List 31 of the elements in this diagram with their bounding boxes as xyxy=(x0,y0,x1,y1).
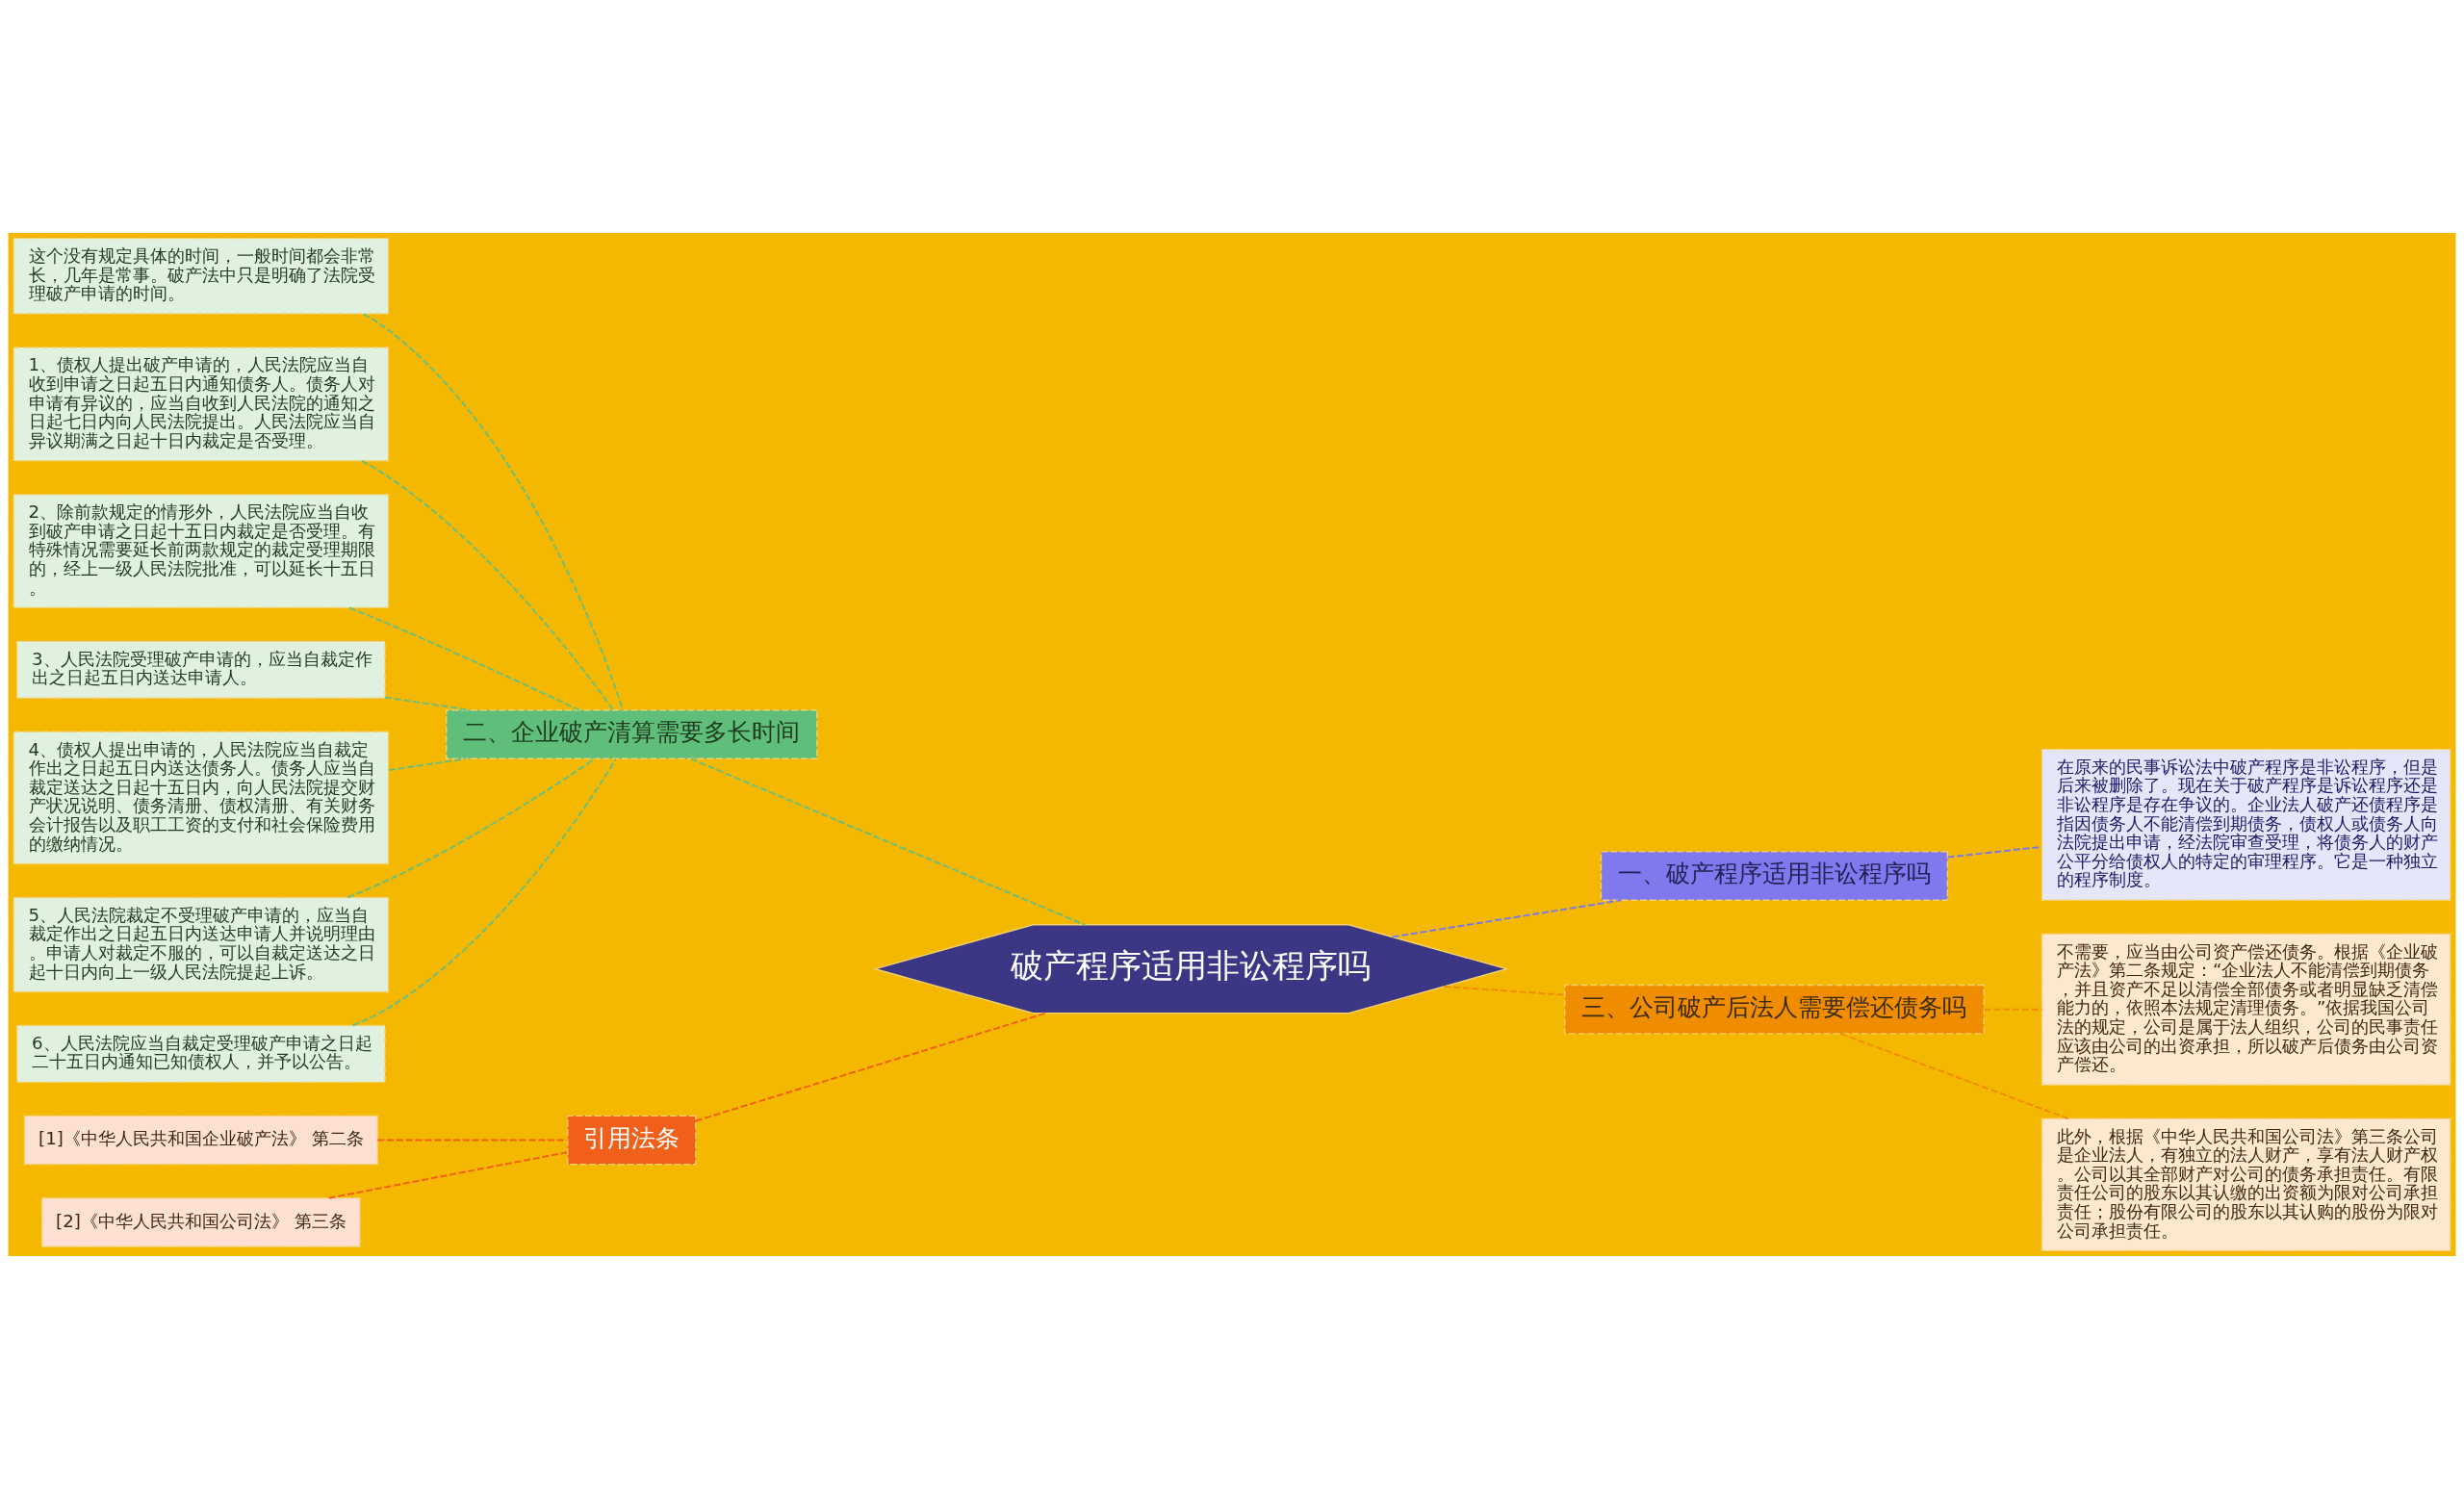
node-box: 这个没有规定具体的时间，一般时间都会非常长，几年是常事。破产法中只是明确了法院受理破产申请的时间。 xyxy=(13,237,390,315)
node-box: 二、企业破产清算需要多长时间 xyxy=(446,709,818,759)
node-box: 引用法条 xyxy=(567,1115,697,1166)
node-box: 在原来的民事诉讼法中破产程序是非讼程序，但是后来被删除了。现在关于破产程序是诉讼程序还是非讼程序是存在争议的。企业法人破产还债程序是指因债务人不能清偿到期债务，债权人或债务人向法院提出申请，经法院审查受理，将债务人的财产公平分给债权人的特定的审理程序。它是一种独立的程序制度。 xyxy=(2040,748,2451,901)
node-box: 三、公司破产后法人需要偿还债务吗 xyxy=(1564,984,1985,1035)
connector xyxy=(348,606,580,711)
node-box: 2、除前款规定的情形外，人民法院应当自收到破产申请之日起十五日内裁定是否受理。有特殊情况需要延长前两款规定的裁定受理期限的，经上一级人民法院批准，可以延长十五日。 xyxy=(13,494,390,609)
connector xyxy=(351,757,617,1027)
node-box: 5、人民法院裁定不受理破产申请的，应当自裁定作出之日起五日内送达申请人并说明理由。申请人对裁定不服的，可以自裁定送达之日起十日内向上一级人民法院提起上诉。 xyxy=(13,896,390,993)
connector xyxy=(376,1139,569,1142)
node-box: [2]《中华人民共和国公司法》 第三条 xyxy=(40,1197,361,1247)
connector xyxy=(1443,985,1566,996)
connector xyxy=(694,1012,1047,1122)
node-box: 6、人民法院应当自裁定受理破产申请之日起二十五日内通知已知债权人，并予以公告。 xyxy=(15,1024,386,1084)
node-box: 1、债权人提出破产申请的，人民法院应当自收到申请之日起五日内通知债务人。债务人对申请有异议的，应当自收到人民法院的通知之日起七日内向人民法院提出。人民法院应当自异议期满之日起十日内裁定是否受理。 xyxy=(13,347,390,462)
node-box: 此外，根据《中华人民共和国公司法》第三条公司是企业法人，有独立的法人财产，享有法人财产权。公司以其全部财产对公司的债务承担责任。有限责任公司的股东以其认缴的出资额为限对公司承担责任；股份有限公司的股东以其认购的股份为限对公司承担责任。 xyxy=(2040,1117,2451,1252)
node-box: 不需要，应当由公司资产偿还债务。根据《企业破产法》第二条规定：“企业法人不能清偿到期债务，并且资产不足以清偿全部债务或者明显缺乏清偿能力的，依照本法规定清理债务。”依据我国公司法的规定，公司是属于法人组织，公司的民事责任应该由公司的出资承担，所以破产后债务由公司资产偿还。 xyxy=(2040,933,2451,1086)
node-box: 3、人民法院受理破产申请的，应当自裁定作出之日起五日内送达申请人。 xyxy=(15,640,386,699)
connector xyxy=(1391,899,1623,938)
connector xyxy=(388,757,468,772)
connector xyxy=(360,459,615,711)
connector xyxy=(1983,1008,2043,1011)
node-box: 4、债权人提出申请的，人民法院应当自裁定作出之日起五日内送达债务人。债务人应当自裁定送达之日起十五日内，向人民法院提交财产状况说明、债务清册、债权清册、有关财务会计报告以及职工工资的支付和社会保险费用的缴纳情况。 xyxy=(13,731,390,865)
node-box: 一、破产程序适用非讼程序吗 xyxy=(1600,851,1949,901)
connector xyxy=(362,313,625,711)
connector xyxy=(1839,1033,2069,1120)
connector xyxy=(327,1151,569,1199)
connector xyxy=(346,757,597,899)
connector xyxy=(384,696,472,711)
connector xyxy=(689,757,1087,926)
node-box: [1]《中华人民共和国企业破产法》 第二条 xyxy=(23,1115,378,1166)
